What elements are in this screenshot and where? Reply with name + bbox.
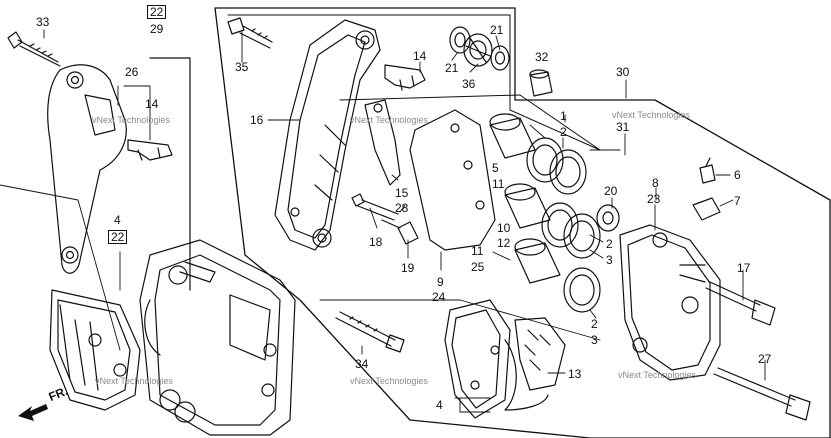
group-outline-29 bbox=[149, 57, 191, 291]
spring-15 bbox=[364, 99, 401, 186]
seal-21b bbox=[490, 45, 510, 71]
part-2-label-c: 2 bbox=[591, 317, 598, 331]
seal-ring-3a bbox=[563, 213, 601, 259]
part-14-label-left: 14 bbox=[145, 97, 159, 111]
part-4-label-bottom: 4 bbox=[436, 398, 443, 412]
watermark-6: vNext Technologies bbox=[618, 370, 696, 380]
part-19-label: 19 bbox=[401, 261, 415, 275]
part-11-label-a: 11 bbox=[492, 177, 505, 191]
group-outline-lower bbox=[319, 299, 601, 341]
part-34-label: 34 bbox=[355, 357, 369, 371]
pad-4-left bbox=[49, 289, 141, 411]
part-17-label: 17 bbox=[737, 261, 751, 275]
shim-13 bbox=[514, 317, 566, 391]
part-21-label-a: 21 bbox=[445, 61, 459, 75]
seal-20 bbox=[596, 204, 620, 232]
part-8-label: 8 bbox=[652, 176, 659, 190]
watermark-4: vNext Technologies bbox=[95, 376, 173, 386]
piston-5 bbox=[489, 113, 536, 159]
part-6-label: 6 bbox=[734, 168, 741, 182]
part-2-label-a: 2 bbox=[560, 125, 567, 139]
part-15-label: 15 bbox=[395, 186, 409, 200]
caliper-left bbox=[139, 239, 296, 436]
front-direction-arrow-icon bbox=[18, 404, 48, 421]
collar-32 bbox=[529, 69, 553, 97]
part-36-label: 36 bbox=[462, 77, 476, 91]
bolt-19 bbox=[381, 219, 419, 245]
bracket-26 bbox=[47, 64, 127, 274]
part-14-label-center: 14 bbox=[413, 49, 427, 63]
part-12-label: 12 bbox=[497, 236, 511, 250]
piston-12 bbox=[514, 238, 561, 284]
bleeder-6 bbox=[699, 157, 716, 184]
leader-lines bbox=[43, 29, 766, 413]
piston-10 bbox=[504, 183, 551, 229]
caliper-right bbox=[619, 224, 721, 381]
part-7-label: 7 bbox=[734, 194, 741, 208]
part-31-label: 31 bbox=[616, 120, 630, 134]
group-outline-inner bbox=[227, 14, 621, 151]
part-22-boxed-label-bottom: 22 bbox=[108, 230, 128, 244]
caliper-half-16 bbox=[274, 19, 381, 251]
bolt-17 bbox=[705, 281, 776, 326]
part-33-label: 33 bbox=[36, 15, 50, 29]
pad-4-bottom bbox=[444, 299, 549, 419]
seal-ring-3b bbox=[563, 267, 601, 313]
bolt-34 bbox=[335, 311, 405, 353]
part-23-label: 23 bbox=[647, 192, 661, 206]
clip-14-left bbox=[127, 139, 173, 161]
part-27-label: 27 bbox=[758, 352, 772, 366]
bolt-33 bbox=[7, 31, 61, 67]
group-outline-bracket bbox=[339, 94, 601, 151]
part-2-label-b: 2 bbox=[606, 237, 613, 251]
part-26-label: 26 bbox=[125, 65, 139, 79]
part-13-label: 13 bbox=[568, 367, 582, 381]
part-20-label: 20 bbox=[604, 184, 618, 198]
part-22-boxed-label-top: 22 bbox=[147, 5, 167, 19]
seal-ring-1 bbox=[526, 137, 564, 183]
part-18-label: 18 bbox=[369, 235, 383, 249]
part-30-label: 30 bbox=[616, 65, 630, 79]
bearing-36 bbox=[463, 33, 493, 67]
part-24-label: 24 bbox=[432, 290, 446, 304]
part-16-label: 16 bbox=[250, 113, 264, 127]
seal-21a bbox=[449, 26, 471, 54]
part-29-label: 29 bbox=[150, 22, 164, 36]
part-25-label: 25 bbox=[471, 260, 485, 274]
seal-ring-2a bbox=[549, 149, 587, 195]
part-21-label-b: 21 bbox=[490, 23, 504, 37]
part-28-label: 28 bbox=[395, 201, 409, 215]
watermark-2: vNext Technologies bbox=[350, 115, 428, 125]
pin-18 bbox=[351, 193, 399, 221]
part-9-label: 9 bbox=[437, 275, 444, 289]
part-11-label-b: 11 bbox=[471, 244, 484, 258]
part-1-label: 1 bbox=[560, 109, 567, 123]
part-32-label: 32 bbox=[535, 50, 549, 64]
part-10-label: 10 bbox=[497, 221, 511, 235]
group-outline-main bbox=[214, 7, 831, 438]
part-3-label-a: 3 bbox=[606, 253, 613, 267]
clip-14-center bbox=[384, 64, 426, 91]
watermark-1: vNext Technologies bbox=[92, 115, 170, 125]
watermark-3: vNext Technologies bbox=[612, 110, 690, 120]
bracket-9 bbox=[409, 109, 496, 251]
cap-7 bbox=[692, 197, 721, 221]
bolt-27 bbox=[713, 367, 811, 421]
part-5-label: 5 bbox=[492, 161, 499, 175]
part-35-label: 35 bbox=[235, 60, 249, 74]
group-outline-left bbox=[0, 184, 121, 351]
watermark-5: vNext Technologies bbox=[350, 376, 428, 386]
part-4-label-left: 4 bbox=[114, 213, 121, 227]
bolt-35 bbox=[227, 17, 273, 49]
part-3-label-b: 3 bbox=[591, 333, 598, 347]
seal-ring-2b bbox=[541, 202, 579, 248]
